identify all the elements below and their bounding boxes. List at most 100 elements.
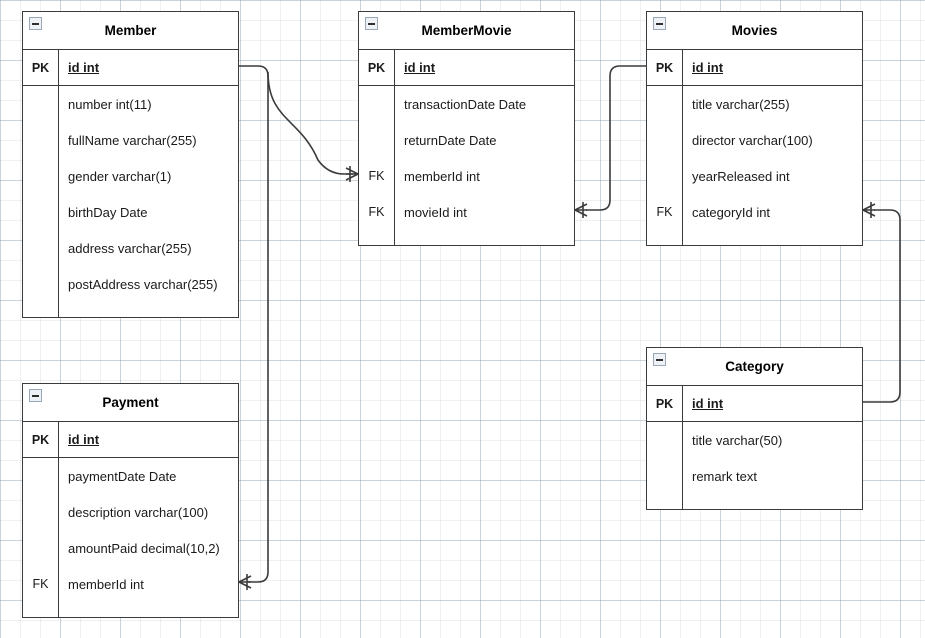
key-label (23, 122, 59, 158)
minus-icon[interactable] (365, 17, 378, 30)
key-label (23, 266, 59, 302)
field-name: returnDate Date (404, 132, 497, 148)
field-name: categoryId int (692, 204, 771, 220)
key-label: PK (647, 50, 683, 85)
field-name-empty (683, 230, 862, 245)
entity-payment[interactable]: Payment PK id int paymentDate Date descr… (22, 383, 239, 618)
field-row-category-pk[interactable]: PK id int (647, 386, 862, 422)
field-row-fk-categoryid[interactable]: FK categoryId int (647, 194, 862, 230)
field-name: description varchar(100) (68, 504, 209, 520)
entity-member-title: Member (104, 23, 157, 38)
field-row[interactable]: postAddress varchar(255) (23, 266, 238, 302)
minus-icon[interactable] (29, 389, 42, 402)
field-row[interactable]: title varchar(50) (647, 422, 862, 458)
field-name: id int (692, 396, 724, 411)
field-row[interactable]: yearReleased int (647, 158, 862, 194)
field-name: yearReleased int (692, 168, 790, 184)
field-row[interactable]: number int(11) (23, 86, 238, 122)
field-name: id int (68, 432, 100, 447)
key-label: FK (647, 194, 683, 230)
field-name-empty (59, 602, 238, 617)
key-label-empty (647, 494, 683, 509)
edge-member-trunk (239, 65, 269, 77)
field-name: movieId int (404, 204, 467, 220)
key-label: PK (647, 386, 683, 421)
field-row-fk-memberid[interactable]: FK memberId int (359, 158, 574, 194)
key-label-empty (23, 602, 59, 617)
key-label: FK (23, 566, 59, 602)
key-label (647, 422, 683, 458)
field-name: title varchar(255) (692, 96, 790, 112)
minus-icon[interactable] (29, 17, 42, 30)
entity-category-title: Category (725, 359, 784, 374)
field-row[interactable]: birthDay Date (23, 194, 238, 230)
key-label (23, 494, 59, 530)
key-label-empty (23, 302, 59, 317)
key-label (647, 158, 683, 194)
key-label (23, 458, 59, 494)
field-name: title varchar(50) (692, 432, 783, 448)
field-row-membermovie-pk[interactable]: PK id int (359, 50, 574, 86)
field-name: id int (68, 60, 100, 75)
entity-member[interactable]: Member PK id int number int(11) fullName… (22, 11, 239, 318)
entity-membermovie-title: MemberMovie (421, 23, 512, 38)
field-name: postAddress varchar(255) (68, 276, 218, 292)
key-label (647, 122, 683, 158)
crowfoot-membermovie-movieid (574, 203, 588, 217)
entity-member-header: Member (23, 12, 238, 50)
field-row[interactable]: address varchar(255) (23, 230, 238, 266)
field-row-fk-memberid[interactable]: FK memberId int (23, 566, 238, 602)
key-label: PK (23, 50, 59, 85)
key-label (647, 86, 683, 122)
field-row[interactable]: description varchar(100) (23, 494, 238, 530)
field-name: memberId int (404, 168, 480, 184)
key-label-empty (359, 230, 395, 245)
field-row[interactable]: fullName varchar(255) (23, 122, 238, 158)
key-label: PK (359, 50, 395, 85)
field-name-empty (683, 494, 862, 509)
field-row[interactable]: director varchar(100) (647, 122, 862, 158)
field-name: number int(11) (68, 96, 152, 112)
entity-payment-header: Payment (23, 384, 238, 422)
entity-movies-header: Movies (647, 12, 862, 50)
key-label (359, 122, 395, 158)
field-name: amountPaid decimal(10,2) (68, 540, 220, 556)
field-row-movies-pk[interactable]: PK id int (647, 50, 862, 86)
field-row[interactable]: title varchar(255) (647, 86, 862, 122)
field-row[interactable]: gender varchar(1) (23, 158, 238, 194)
field-name: memberId int (68, 576, 144, 592)
key-label: PK (23, 422, 59, 457)
field-row-member-pk[interactable]: PK id int (23, 50, 238, 86)
field-name: address varchar(255) (68, 240, 192, 256)
field-name: remark text (692, 468, 758, 484)
minus-icon[interactable] (653, 17, 666, 30)
crowfoot-membermovie-memberid (345, 167, 359, 181)
field-row-spacer (647, 230, 862, 245)
field-row-fk-movieid[interactable]: FK movieId int (359, 194, 574, 230)
edge-movies-membermovie (586, 65, 646, 211)
field-row[interactable]: amountPaid decimal(10,2) (23, 530, 238, 566)
field-name: paymentDate Date (68, 468, 177, 484)
field-name: gender varchar(1) (68, 168, 172, 184)
minus-icon[interactable] (653, 353, 666, 366)
crowfoot-payment-memberid (238, 575, 252, 589)
field-name: birthDay Date (68, 204, 148, 220)
entity-payment-title: Payment (102, 395, 159, 410)
key-label (23, 86, 59, 122)
entity-membermovie[interactable]: MemberMovie PK id int transactionDate Da… (358, 11, 575, 246)
field-row[interactable]: remark text (647, 458, 862, 494)
entity-movies-title: Movies (731, 23, 778, 38)
field-row[interactable]: paymentDate Date (23, 458, 238, 494)
field-row-spacer (23, 302, 238, 317)
field-row-spacer (23, 602, 238, 617)
edge-member-membermovie (267, 71, 353, 175)
entity-category[interactable]: Category PK id int title varchar(50) rem… (646, 347, 863, 510)
entity-movies[interactable]: Movies PK id int title varchar(255) dire… (646, 11, 863, 246)
field-row[interactable]: transactionDate Date (359, 86, 574, 122)
field-row-payment-pk[interactable]: PK id int (23, 422, 238, 458)
key-label-empty (647, 230, 683, 245)
field-row[interactable]: returnDate Date (359, 122, 574, 158)
field-name-empty (59, 302, 238, 317)
key-label (23, 158, 59, 194)
